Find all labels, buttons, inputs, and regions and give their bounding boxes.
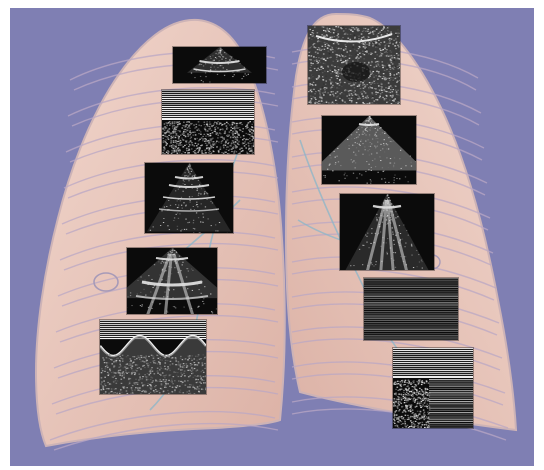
- left-mid-b-lines-scan: [145, 163, 233, 233]
- left-base-mmode-waves: [100, 320, 206, 394]
- right-upper-sector-scan: [322, 116, 416, 184]
- right-mid-b-lines-scan: [340, 194, 434, 270]
- left-apex-sector-scan: [173, 47, 266, 83]
- left-lower-a-lines-scan: [127, 248, 217, 314]
- right-apex-consolidation-scan: [308, 26, 400, 104]
- right-base-mmode-seashore: [393, 348, 473, 428]
- left-upper-mmode-lines: [162, 90, 254, 154]
- right-lower-mmode-barcode: [364, 278, 458, 340]
